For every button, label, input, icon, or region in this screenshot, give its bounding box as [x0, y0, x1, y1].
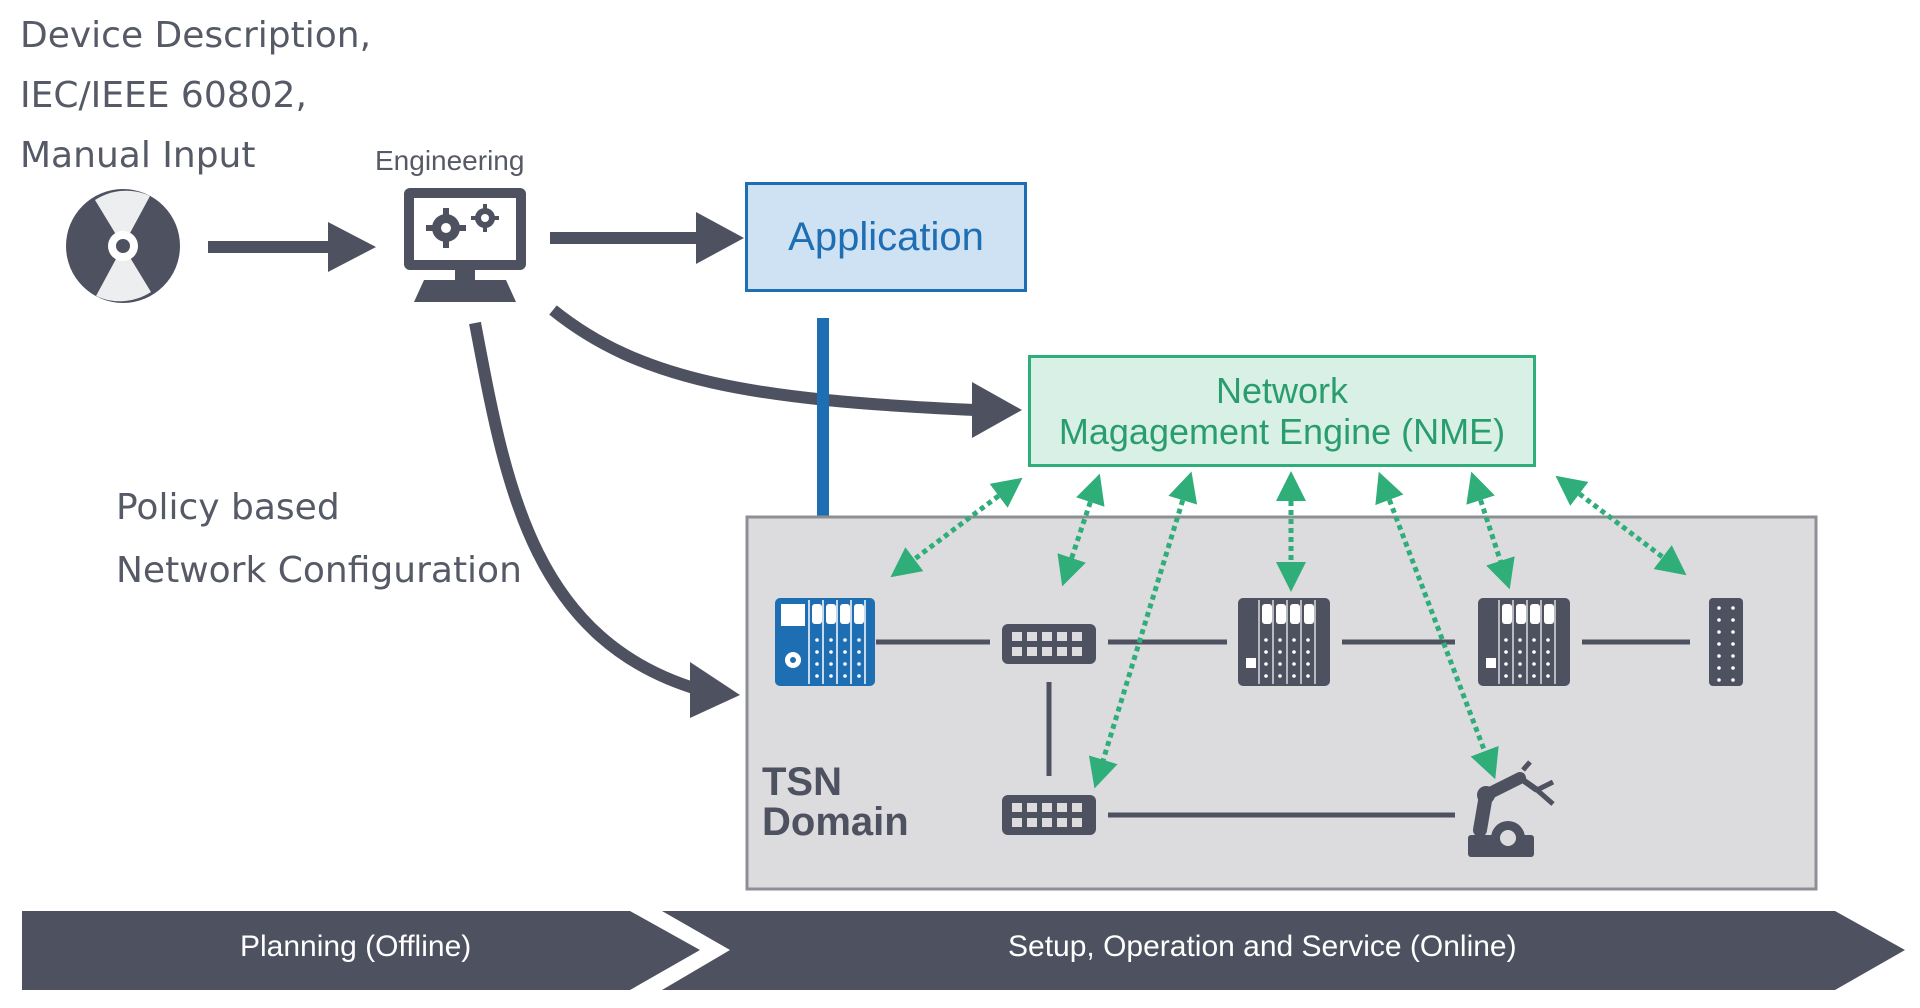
arrow-engineering-to-application [550, 212, 744, 264]
tsn-domain-label: TSN Domain [762, 762, 909, 842]
application-box: Application [745, 182, 1027, 292]
nme-link-io-2 [1466, 471, 1515, 590]
io-module-icon [1478, 598, 1570, 686]
phase-banner [22, 911, 1905, 990]
engineering-label: Engineering [375, 145, 525, 176]
tsn-label-line-1: TSN [762, 760, 842, 804]
source-line-3: Manual Input [20, 135, 256, 176]
nme-line-2: Magagement Engine (NME) [1058, 411, 1506, 452]
nme-link-controller [890, 477, 1023, 578]
planning-label: Planning (Offline) [240, 930, 472, 963]
plc-controller-icon [775, 598, 875, 686]
source-line-2: IEC/IEEE 60802, [20, 75, 307, 116]
nme-link-robot [1375, 471, 1499, 780]
robot-arm-icon [1468, 760, 1555, 857]
nme-link-io-slice [1555, 475, 1687, 576]
nme-link-switch-1 [1057, 473, 1105, 587]
planning-phase-banner [22, 911, 700, 990]
application-label: Application [788, 214, 984, 259]
monitor-gears-icon [404, 188, 526, 302]
arrow-source-to-engineering [208, 222, 376, 272]
disc-icon [66, 189, 180, 303]
online-label: Setup, Operation and Service (Online) [1008, 930, 1517, 963]
io-module-icon [1238, 598, 1330, 686]
arrow-engineering-to-tsn [469, 321, 740, 718]
nme-box: Network Magagement Engine (NME) [1028, 355, 1536, 467]
policy-line-1: Policy based [116, 487, 340, 528]
io-slice-icon [1709, 598, 1743, 686]
nme-line-1: Network [1215, 369, 1349, 411]
online-phase-banner [662, 911, 1905, 990]
nme-link-switch-2 [1088, 471, 1198, 789]
tsn-label-line-2: Domain [762, 800, 909, 844]
nme-connections [890, 471, 1687, 789]
policy-line-2: Network Configuration [116, 550, 522, 591]
source-line-1: Device Description, [20, 15, 372, 56]
switch-icon [1002, 795, 1096, 835]
arrow-engineering-to-nme [549, 305, 1022, 438]
switch-icon [1002, 624, 1096, 664]
